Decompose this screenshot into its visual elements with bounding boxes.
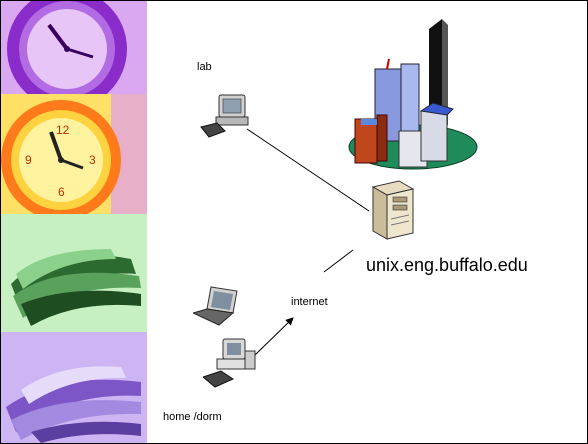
desktop-computer-icon xyxy=(200,94,249,138)
svg-text:12: 12 xyxy=(56,123,70,137)
sidebar-panel-green-books xyxy=(1,214,147,332)
edge-lab-to-server xyxy=(246,128,370,212)
books-icon xyxy=(1,214,147,332)
server-tower-icon xyxy=(371,180,415,240)
sidebar-panel-orange-clock: 12 3 6 9 xyxy=(1,94,147,214)
city-buildings-icon xyxy=(348,19,478,170)
sidebar-decoration: 12 3 6 9 xyxy=(1,1,147,443)
home-dorm-label: home /dorm xyxy=(163,411,222,423)
edge-home-to-internet xyxy=(253,317,294,357)
sidebar-panel-purple-clock xyxy=(1,1,147,94)
svg-text:6: 6 xyxy=(58,185,65,199)
desktop-computer-icon xyxy=(203,338,256,388)
edge-internet-to-server xyxy=(323,249,354,273)
server-hostname-label: unix.eng.buffalo.edu xyxy=(366,255,528,275)
sidebar-panel-lavender-books xyxy=(1,332,147,443)
clock-icon xyxy=(1,1,147,94)
books-icon xyxy=(1,332,147,443)
svg-text:3: 3 xyxy=(89,153,96,167)
svg-text:9: 9 xyxy=(25,153,32,167)
internet-label: internet xyxy=(291,296,328,308)
clock-icon: 12 3 6 9 xyxy=(1,94,147,214)
lab-label: lab xyxy=(197,61,212,73)
laptop-icon xyxy=(193,286,238,326)
